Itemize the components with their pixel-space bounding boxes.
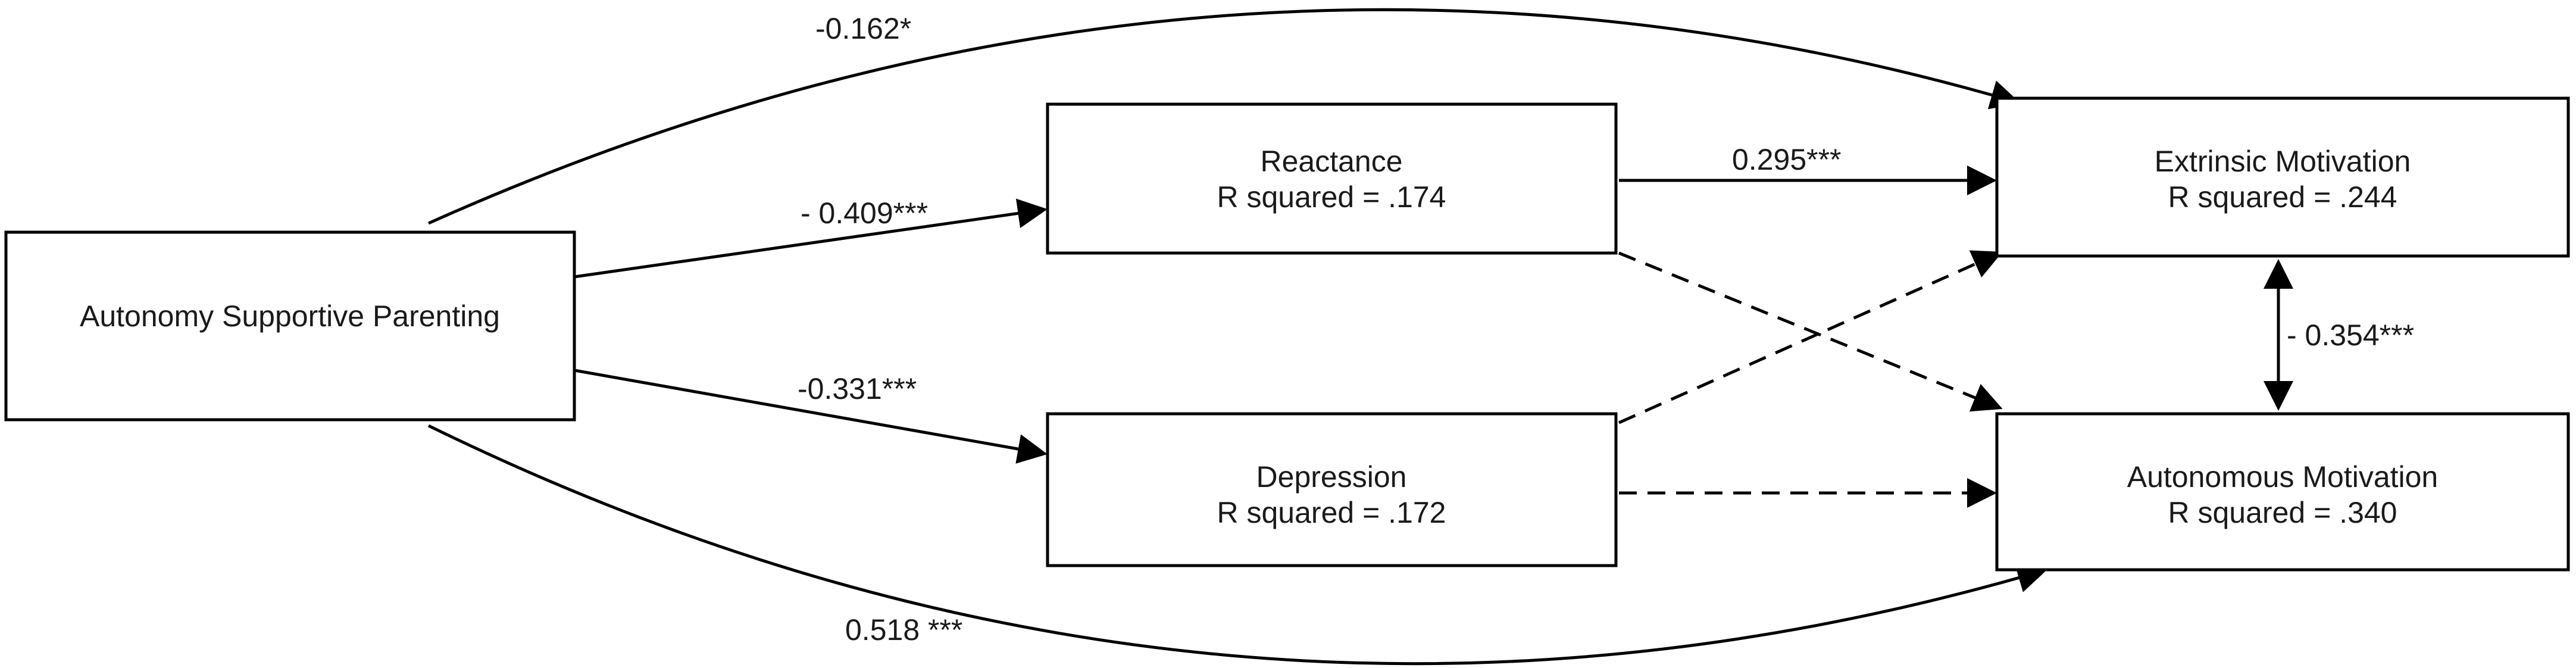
node-label: Extrinsic Motivation (2155, 145, 2411, 178)
edge-depression-to-extrinsic (1618, 250, 2003, 424)
node-r-squared: R squared = .244 (2168, 180, 2397, 214)
node-r-squared: R squared = .174 (1217, 180, 1446, 214)
node-label: Depression (1256, 460, 1407, 494)
node-autonomy-supportive-parenting: Autonomy Supportive Parenting (4, 230, 576, 422)
node-label: Autonomy Supportive Parenting (80, 299, 500, 333)
edge-asp-to-reactance (574, 198, 1048, 279)
edge-asp-to-autonomous (427, 424, 2047, 666)
edge-label-reactance-to-extrinsic: 0.295*** (1732, 143, 1842, 176)
edge-label-asp-to-autonomous: 0.518 *** (845, 613, 962, 647)
node-r-squared: R squared = .340 (2168, 496, 2397, 529)
node-label: Reactance (1260, 145, 1402, 178)
node-label: Autonomous Motivation (2127, 460, 2439, 494)
edge-asp-to-depression (574, 369, 1048, 464)
node-reactance: Reactance R squared = .174 (1046, 102, 1618, 255)
edge-label-asp-to-depression: -0.331*** (798, 372, 917, 405)
edge-reactance-to-autonomous (1618, 251, 2003, 412)
node-autonomous-motivation: Autonomous Motivation R squared = .340 (1995, 412, 2570, 572)
edge-label-asp-to-extrinsic: -0.162* (815, 12, 911, 45)
node-depression: Depression R squared = .172 (1046, 412, 1618, 567)
edge-asp-to-extrinsic (427, 8, 2021, 225)
node-extrinsic-motivation: Extrinsic Motivation R squared = .244 (1995, 96, 2570, 258)
node-r-squared: R squared = .172 (1217, 496, 1446, 529)
edge-label-asp-to-reactance: - 0.409*** (801, 196, 928, 230)
edge-label-covariance: - 0.354*** (2287, 319, 2414, 352)
